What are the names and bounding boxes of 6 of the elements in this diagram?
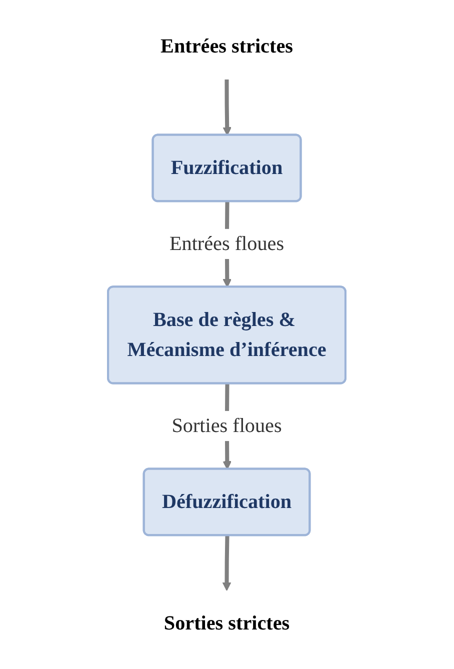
node-text: Entrées strictes <box>160 34 294 57</box>
edge-label: Entrées floues <box>170 232 284 255</box>
arrow <box>222 535 232 590</box>
arrow <box>222 78 232 136</box>
node-text: Sorties strictes <box>164 612 290 634</box>
edge-label: Sorties floues <box>172 414 282 437</box>
